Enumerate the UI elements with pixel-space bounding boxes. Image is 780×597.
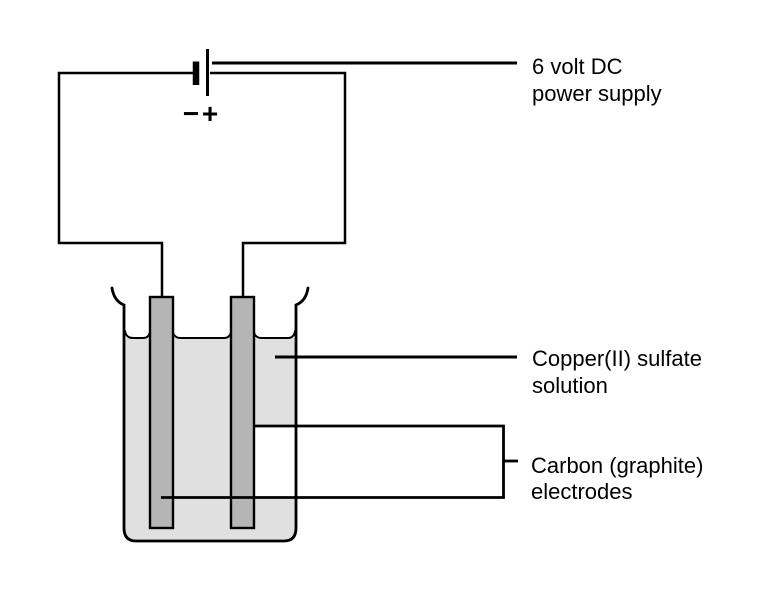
beaker-outline <box>110 286 310 543</box>
electrodes-callout-box <box>255 427 504 497</box>
electrode-right <box>229 295 256 530</box>
battery-positive-sign: + <box>202 98 218 129</box>
wire-left-loop <box>57 71 196 297</box>
battery-negative-sign: − <box>183 98 199 129</box>
solution-label-line1: Copper(II) sulfate <box>532 346 702 371</box>
power-supply-label-line1: 6 volt DC <box>532 54 623 79</box>
solution-label-line2: solution <box>532 373 608 398</box>
electrode-left <box>148 295 175 530</box>
electrodes-label-line2: electrodes <box>531 479 633 504</box>
wire-right-loop <box>210 71 347 297</box>
power-supply-label-line2: power supply <box>532 81 662 106</box>
electrodes-label-line1: Carbon (graphite) <box>531 453 703 478</box>
